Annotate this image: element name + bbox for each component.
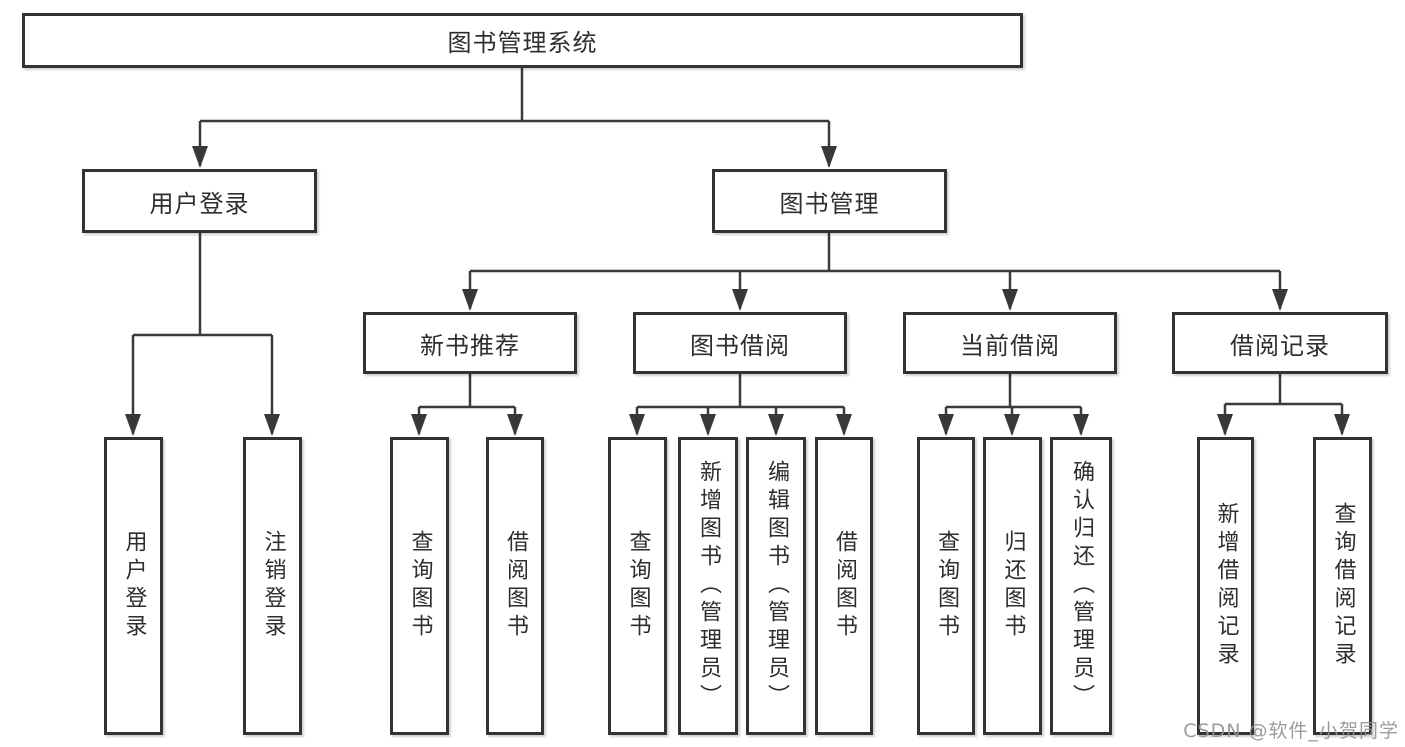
leaf-borrow-borrow-books: 借阅图书 bbox=[815, 437, 873, 735]
node-label: 查询借阅记录 bbox=[1330, 502, 1356, 670]
leaf-current-confirm-return-admin: 确认归还（管理员） bbox=[1050, 437, 1112, 735]
node-label: 新增图书（管理员） bbox=[696, 460, 721, 712]
node-label: 查询图书 bbox=[934, 530, 959, 642]
node-label: 归还图书 bbox=[1000, 530, 1026, 642]
node-borrow-records: 借阅记录 bbox=[1172, 312, 1388, 374]
node-label: 图书管理系统 bbox=[447, 29, 598, 57]
leaf-records-add-borrow-record: 新增借阅记录 bbox=[1197, 437, 1254, 735]
leaf-user-login: 用户登录 bbox=[104, 437, 163, 735]
leaf-recommend-borrow-books: 借阅图书 bbox=[486, 437, 544, 735]
node-label: 新增借阅记录 bbox=[1213, 502, 1239, 670]
node-label: 借阅记录 bbox=[1230, 331, 1330, 360]
leaf-borrow-add-books-admin: 新增图书（管理员） bbox=[678, 437, 738, 735]
leaf-borrow-edit-books-admin: 编辑图书（管理员） bbox=[746, 437, 806, 735]
node-book-borrow: 图书借阅 bbox=[633, 312, 847, 374]
node-user-login: 用户登录 bbox=[82, 169, 317, 233]
node-label: 图书借阅 bbox=[690, 331, 790, 360]
node-label: 图书管理 bbox=[779, 189, 880, 218]
node-label: 用户登录 bbox=[121, 530, 147, 642]
connector-lines bbox=[125, 68, 1350, 436]
leaf-current-query-books: 查询图书 bbox=[917, 437, 975, 735]
node-label: 查询图书 bbox=[625, 530, 651, 642]
node-label: 查询图书 bbox=[407, 530, 433, 642]
node-current-borrow: 当前借阅 bbox=[903, 312, 1117, 374]
node-book-management: 图书管理 bbox=[712, 169, 947, 233]
node-label: 确认归还（管理员） bbox=[1069, 460, 1094, 712]
leaf-borrow-query-books: 查询图书 bbox=[608, 437, 667, 735]
node-library-management-system: 图书管理系统 bbox=[22, 13, 1023, 68]
leaf-recommend-query-books: 查询图书 bbox=[390, 437, 449, 735]
node-label: 注销登录 bbox=[260, 530, 286, 642]
node-label: 借阅图书 bbox=[503, 530, 528, 642]
node-label: 借阅图书 bbox=[832, 530, 857, 642]
node-new-book-recommend: 新书推荐 bbox=[363, 312, 577, 374]
leaf-records-query-borrow-record: 查询借阅记录 bbox=[1313, 437, 1372, 735]
node-label: 新书推荐 bbox=[420, 331, 520, 360]
leaf-current-return-books: 归还图书 bbox=[983, 437, 1042, 735]
node-label: 用户登录 bbox=[149, 189, 250, 218]
leaf-logout: 注销登录 bbox=[243, 437, 302, 735]
csdn-watermark: CSDN @软件_小贺同学 bbox=[1183, 720, 1399, 742]
node-label: 当前借阅 bbox=[960, 331, 1060, 360]
node-label: 编辑图书（管理员） bbox=[764, 460, 789, 712]
